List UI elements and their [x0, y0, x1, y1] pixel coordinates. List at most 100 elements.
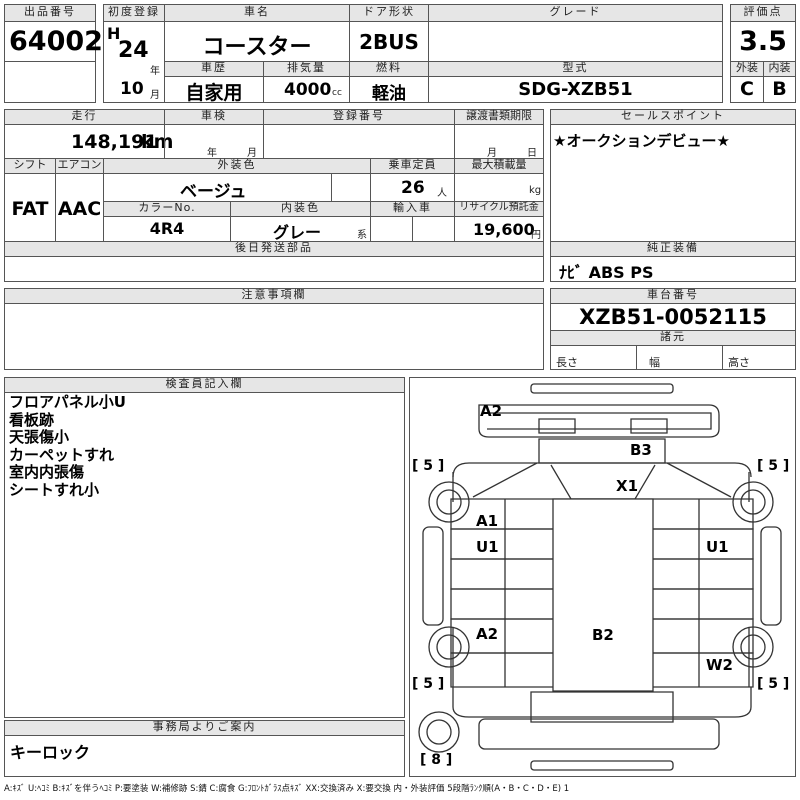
inspector-label: 検査員記入欄 — [4, 377, 405, 393]
grade-label: グレード — [428, 4, 723, 22]
history-cell: 自家用 — [164, 76, 264, 104]
interior-grade-cell: B — [763, 76, 796, 103]
era: H — [107, 24, 121, 43]
tire-rear-left: [ 5 ] — [412, 676, 445, 692]
inspector-note: 室内内張傷 — [9, 463, 85, 481]
recycle-cell: 19,600 円 — [454, 216, 544, 242]
damage-label: A1 — [476, 512, 499, 530]
spec-label: 諸元 — [550, 330, 796, 346]
score-label: 評価点 — [730, 4, 796, 22]
registration-number-label: 登録番号 — [263, 109, 455, 125]
interior-color-label: 内装色 — [230, 201, 371, 217]
exterior-color-label: 外装色 — [103, 158, 371, 174]
tire-front-left: [ 5 ] — [412, 458, 445, 474]
door-type-cell: 2BUS — [349, 21, 429, 62]
inspector-notes-cell: フロアパネル小U 看板跡 天張傷小 カーペットすれ 室内内張傷 シートすれ小 — [4, 392, 405, 718]
sales-point-label: セールスポイント — [550, 109, 796, 125]
notes-cell — [4, 303, 544, 370]
fuel-cell: 軽油 — [349, 76, 429, 104]
inspector-note: フロアパネル小U — [9, 393, 126, 411]
history-label: 車歴 — [164, 61, 264, 77]
chassis-number-label: 車台番号 — [550, 288, 796, 304]
capacity-label: 乗車定員 — [370, 158, 455, 174]
door-type-label: ドア形状 — [349, 4, 429, 22]
transfer-month-unit: 月 — [487, 148, 497, 159]
exterior-grade: C — [740, 78, 754, 100]
mileage: 148,191 — [71, 131, 158, 153]
chassis-number-cell: XZB51-0052115 — [550, 303, 796, 331]
lot-number-label: 出品番号 — [4, 4, 96, 22]
tire-spare: [ 8 ] — [420, 752, 453, 768]
genuine-equipment: ﾅﾋﾞ ABS PS — [559, 263, 654, 282]
car-name: コースター — [202, 35, 312, 60]
tire-rear-right: [ 5 ] — [757, 676, 790, 692]
fuel-label: 燃料 — [349, 61, 429, 77]
tread-depth: 5 — [423, 676, 434, 692]
shift-label: シフト — [4, 158, 56, 174]
chassis-number: XZB51-0052115 — [579, 305, 767, 329]
first-reg-year: 24 — [118, 38, 149, 63]
sales-point: ★オークションデビュー★ — [553, 132, 730, 150]
lot-blank-cell — [4, 61, 96, 103]
damage-label: A2 — [476, 625, 499, 643]
tread-depth: 5 — [423, 458, 434, 474]
tread-depth: 5 — [768, 458, 779, 474]
registration-number-cell — [263, 124, 455, 159]
height-cell: 高さ — [722, 345, 796, 370]
damage-label: B2 — [592, 626, 614, 644]
height-label: 高さ — [728, 356, 750, 369]
color-number-cell: 4R4 — [103, 216, 231, 242]
aircon: AAC — [57, 198, 102, 220]
tire-front-right: [ 5 ] — [757, 458, 790, 474]
inspector-note: 看板跡 — [9, 410, 55, 429]
score: 3.5 — [739, 26, 787, 57]
model-label: 型式 — [428, 61, 723, 77]
lot-number: 64002 — [9, 26, 103, 57]
legend: A:ｷｽﾞ U:ﾍｺﾐ B:ｷｽﾞを伴うﾍｺﾐ P:要塗装 W:補修跡 S:錆 … — [4, 784, 570, 794]
damage-label: U1 — [706, 538, 729, 556]
aircon-cell: AAC — [55, 173, 104, 242]
lot-number-cell: 64002 — [4, 21, 103, 62]
interior-color-cell: グレー 系 — [230, 216, 371, 242]
inspection-year-unit: 年 — [207, 148, 217, 159]
damage-label: U1 — [476, 538, 499, 556]
mileage-label: 走行 — [4, 109, 165, 125]
first-reg-year-unit: 年 — [150, 66, 160, 77]
inspection-label: 車検 — [164, 109, 264, 125]
interior-color-unit: 系 — [357, 230, 367, 241]
recycle-fee: 19,600 — [473, 220, 535, 239]
office-note: キーロック — [10, 743, 91, 762]
later-parts-cell — [4, 256, 544, 282]
office-label: 事務局よりご案内 — [4, 720, 405, 736]
inspector-note: カーペットすれ — [9, 445, 115, 464]
exterior-color-cell: ベージュ — [103, 173, 332, 202]
max-load-cell: kg — [454, 173, 544, 202]
shift-cell: FAT — [4, 173, 56, 242]
shift: FAT — [11, 198, 49, 220]
transfer-deadline-cell: 月 日 — [454, 124, 544, 159]
max-load-unit: kg — [529, 185, 542, 196]
transfer-day-unit: 日 — [527, 148, 537, 159]
inspection-cell: 年 月 — [164, 124, 264, 159]
car-name-cell: コースター — [164, 21, 350, 62]
exterior-grade-label: 外装 — [730, 61, 764, 77]
history: 自家用 — [185, 82, 243, 104]
color-number-label: カラーNo. — [103, 201, 231, 217]
interior-color: グレー — [273, 223, 322, 242]
displacement-cell: 4000 cc — [263, 76, 350, 103]
capacity-unit: 人 — [437, 188, 447, 199]
fuel: 軽油 — [372, 84, 406, 104]
displacement-unit: cc — [332, 88, 342, 98]
tread-depth: 5 — [768, 676, 779, 692]
capacity: 26 — [401, 178, 425, 198]
mileage-unit: km — [141, 131, 174, 153]
inspection-month-unit: 月 — [247, 148, 257, 159]
damage-label: W2 — [706, 656, 733, 674]
office-note-cell: キーロック — [4, 735, 405, 777]
width-label: 幅 — [649, 356, 660, 369]
inspector-note: シートすれ小 — [9, 480, 100, 499]
max-load-label: 最大積載量 — [454, 158, 544, 174]
model: SDG-XZB51 — [518, 79, 633, 100]
exterior-grade-cell: C — [730, 76, 764, 103]
model-cell: SDG-XZB51 — [428, 76, 723, 103]
